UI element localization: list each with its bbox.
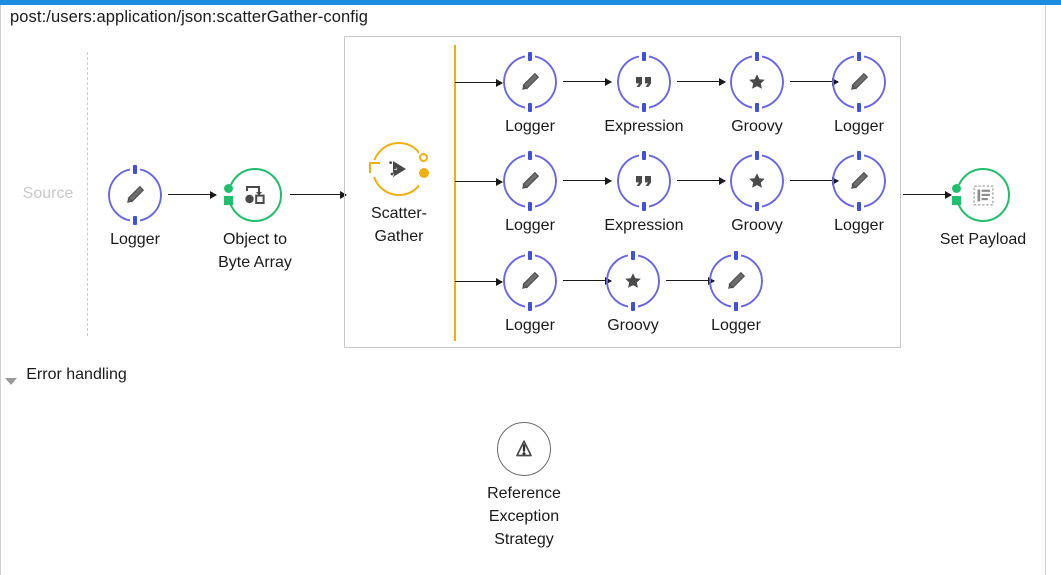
node-ring — [497, 422, 551, 476]
connector-bracket-icon — [369, 162, 380, 173]
ring-tick-bottom — [755, 103, 759, 112]
quote-marks-icon — [617, 55, 671, 109]
ring-gap-left — [953, 185, 964, 205]
node-label: Reference Exception Strategy — [487, 485, 561, 548]
ring-tick-top — [734, 251, 738, 260]
pencil-icon — [503, 154, 557, 208]
pencil-icon — [709, 254, 763, 308]
ring-tick-top — [528, 151, 532, 160]
ring-tick-bottom — [642, 103, 646, 112]
node-label: Groovy — [607, 317, 659, 334]
window-accent-bar — [0, 0, 1061, 5]
star-icon — [730, 55, 784, 109]
scatter-gather-icon — [372, 142, 426, 196]
ring-tick-bottom — [857, 103, 861, 112]
ring-tick-top — [642, 52, 646, 61]
ring-tick-top — [642, 151, 646, 160]
ring-tick-top — [528, 251, 532, 260]
node-label: Object to Byte Array — [218, 231, 292, 271]
arrow-route2-2 — [677, 176, 726, 185]
arrow-route1-3 — [790, 77, 839, 86]
arrow-route3-2 — [666, 276, 715, 285]
node-label: Logger — [711, 317, 761, 334]
ring-tick-bottom — [755, 202, 759, 211]
warning-exclamation-icon — [497, 422, 551, 476]
node-label: Logger — [834, 118, 884, 135]
branch-line-2 — [455, 177, 503, 186]
canvas-frame — [0, 5, 1046, 575]
ring-tick-bottom — [734, 302, 738, 311]
ring-tick-bottom — [642, 202, 646, 211]
arrow-route1-2 — [677, 77, 726, 86]
error-handling-label[interactable]: Error handling — [26, 366, 127, 383]
ring-gap-left — [225, 185, 236, 205]
node-label: Logger — [110, 231, 160, 248]
node-label: Expression — [604, 118, 684, 135]
connector-square-icon — [952, 196, 961, 205]
node-label: Set Payload — [939, 231, 1027, 248]
ring-tick-bottom — [857, 202, 861, 211]
source-lane-divider — [87, 52, 88, 336]
node-label: Logger — [505, 118, 555, 135]
pencil-icon — [832, 154, 886, 208]
arrow-obj-to-scatter — [290, 190, 347, 199]
arrow-logger-to-obj — [168, 190, 217, 199]
pencil-icon — [503, 55, 557, 109]
node-label: Scatter- Gather — [370, 205, 427, 245]
ring-tick-top — [857, 151, 861, 160]
scatter-gather-scope-container[interactable] — [344, 36, 901, 348]
connector-dot-icon — [952, 184, 961, 193]
pencil-icon — [832, 55, 886, 109]
quote-marks-icon — [617, 154, 671, 208]
arrow-route1-1 — [563, 77, 612, 86]
ring-tick-top — [631, 251, 635, 260]
ring-tick-top — [857, 52, 861, 61]
ring-tick-top — [528, 52, 532, 61]
ring-tick-bottom — [133, 216, 137, 225]
arrow-route2-3 — [790, 176, 839, 185]
node-label: Groovy — [731, 118, 783, 135]
ring-tick-bottom — [528, 202, 532, 211]
transform-icon — [228, 168, 282, 222]
connector-dot-icon — [419, 168, 429, 178]
triangle-down-icon[interactable] — [5, 378, 17, 385]
document-lines-icon — [956, 168, 1010, 222]
node-label: Groovy — [731, 217, 783, 234]
star-icon — [730, 154, 784, 208]
node-label: Expression — [604, 217, 684, 234]
arrow-route3-1 — [563, 276, 612, 285]
node-label: Logger — [505, 217, 555, 234]
page-title: post:/users:application/json:scatterGath… — [10, 8, 368, 26]
scatter-gather-split-bar — [454, 45, 456, 341]
ring-tick-bottom — [528, 302, 532, 311]
connector-dot-icon — [224, 184, 233, 193]
pencil-icon — [108, 168, 162, 222]
star-icon — [606, 254, 660, 308]
arrow-scatter-to-setpayload — [903, 190, 952, 199]
ring-tick-bottom — [631, 302, 635, 311]
connector-circle-icon — [419, 153, 428, 162]
ring-tick-top — [133, 165, 137, 174]
branch-line-3 — [455, 277, 503, 286]
source-lane-label: Source — [22, 185, 74, 202]
branch-line-1 — [455, 78, 503, 87]
ring-tick-top — [755, 151, 759, 160]
pencil-icon — [503, 254, 557, 308]
node-label: Logger — [505, 317, 555, 334]
ring-tick-bottom — [528, 103, 532, 112]
connector-square-icon — [224, 196, 233, 205]
ring-gap-left — [369, 160, 378, 177]
node-label: Logger — [834, 217, 884, 234]
ring-tick-top — [755, 52, 759, 61]
arrow-route2-1 — [563, 176, 612, 185]
